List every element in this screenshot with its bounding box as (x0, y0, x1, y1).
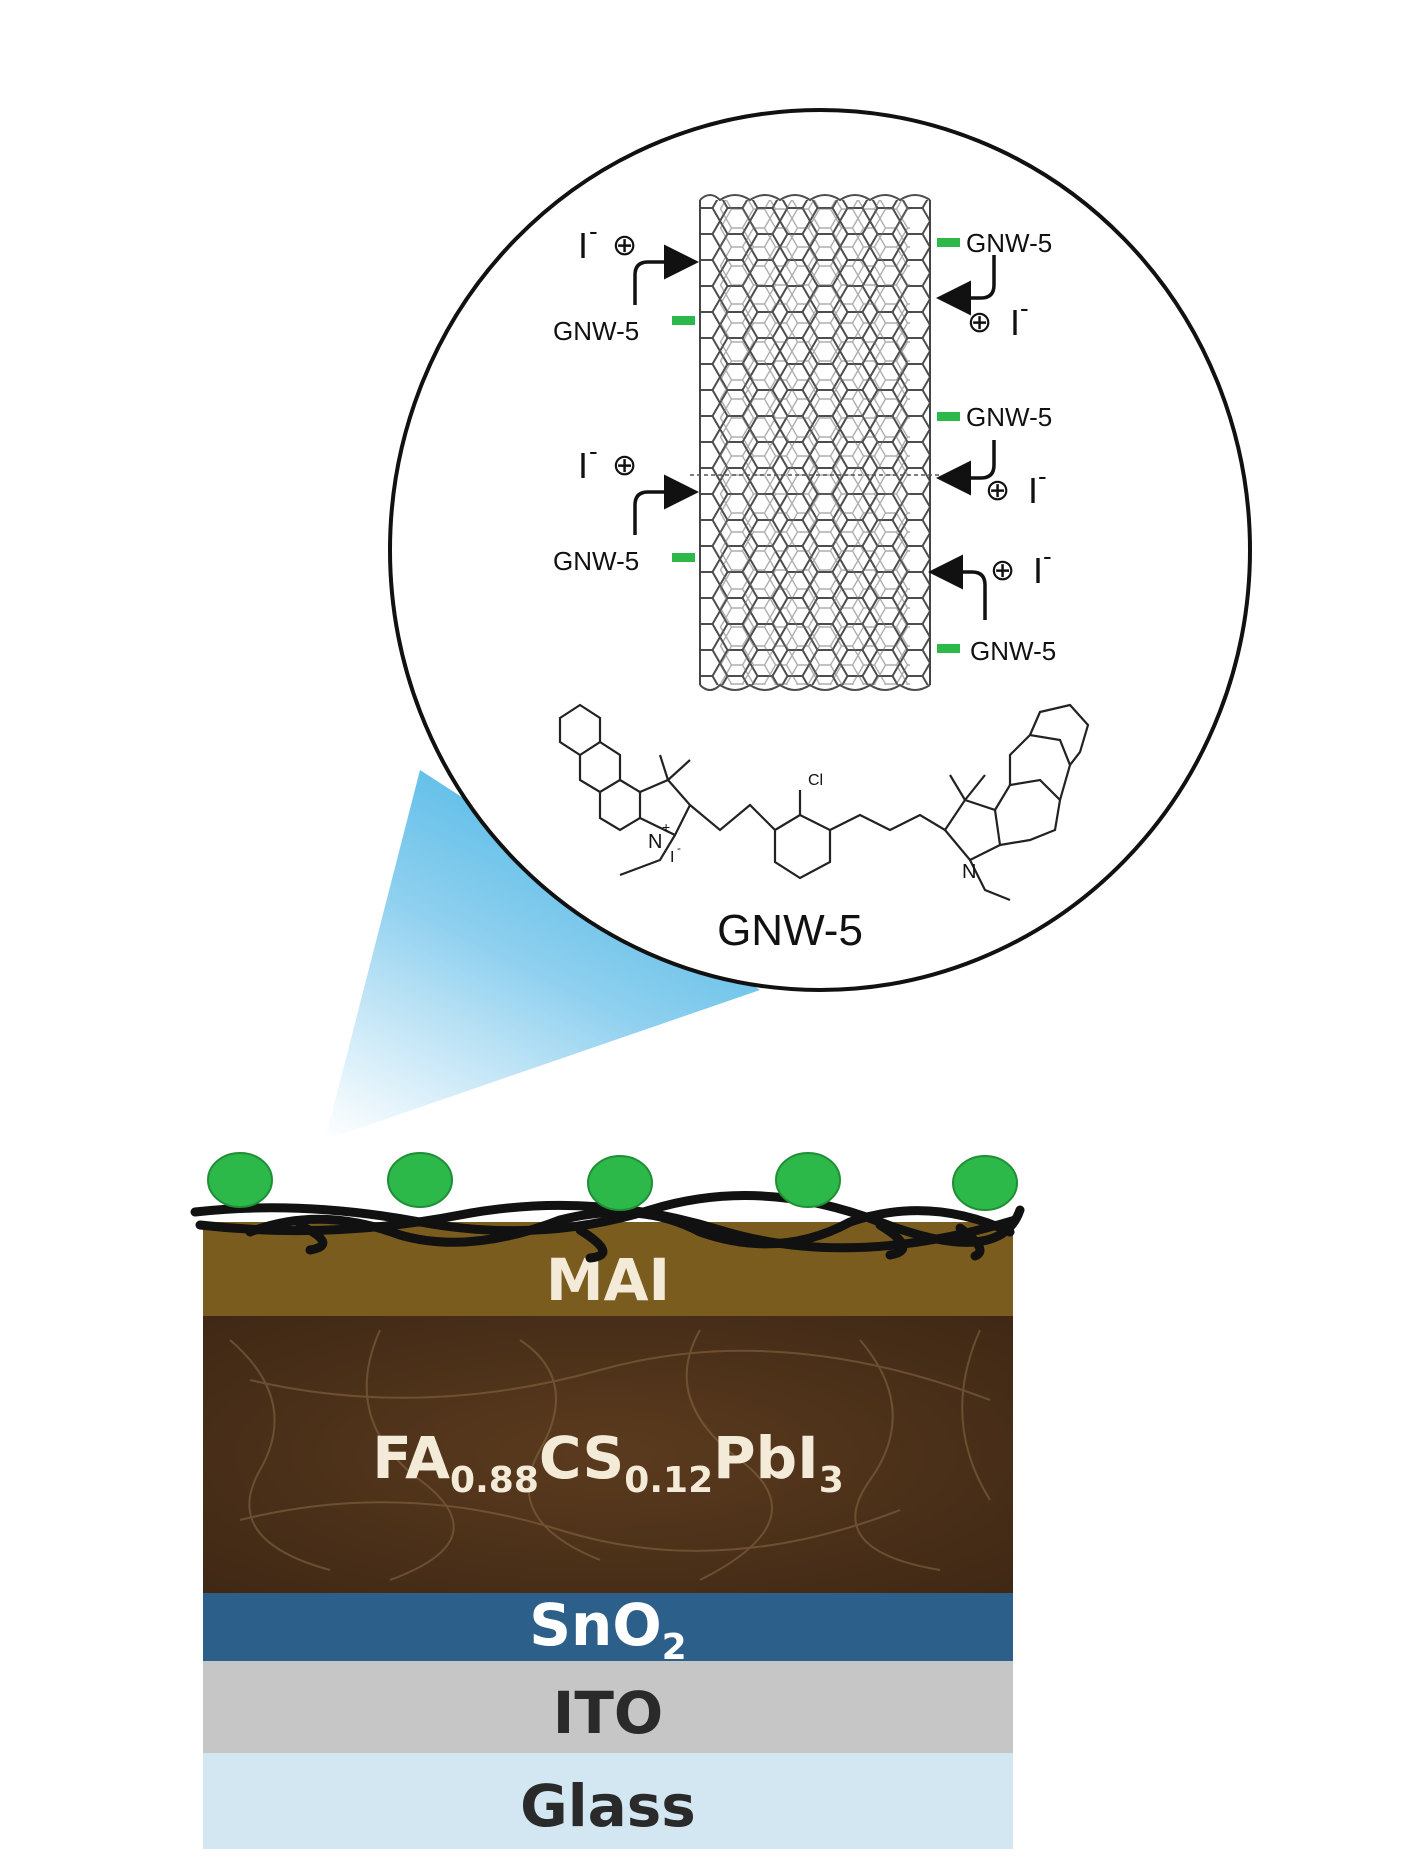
green-markers (672, 238, 960, 653)
layer-glass (203, 1753, 1013, 1849)
svg-text:-: - (589, 436, 598, 466)
svg-text:I: I (578, 225, 588, 266)
layer-sno2 (203, 1593, 1013, 1661)
svg-text:-: - (1043, 541, 1052, 571)
svg-text:-: - (1020, 293, 1029, 323)
carbon-nanotube (690, 194, 940, 691)
gnw5-label-mid-right: GNW-5 (966, 402, 1052, 432)
ion-arrows (633, 244, 996, 620)
svg-text:⊕: ⊕ (985, 474, 1010, 507)
layer-mai (203, 1222, 1013, 1316)
iodide-ion-4: ⊕ I - (985, 461, 1047, 511)
counter-ion: I (670, 849, 674, 866)
nanotube-network (190, 1191, 1025, 1263)
gnw5-label-upper-left: GNW-5 (553, 316, 639, 346)
svg-text:I: I (578, 445, 588, 486)
gnw5-spheres (207, 1152, 1018, 1211)
svg-text:⊕: ⊕ (612, 229, 637, 262)
zoom-callout (325, 770, 760, 1140)
svg-text:-: - (1038, 461, 1047, 491)
layer-perovskite (203, 1316, 1013, 1593)
svg-text:-: - (589, 216, 598, 246)
iodide-ion-1: I - ⊕ (578, 216, 637, 266)
iodide-ion-3: I - ⊕ (578, 436, 637, 486)
gnw5-label-lower-left: GNW-5 (553, 546, 639, 576)
gnw5-label-top-right: GNW-5 (966, 228, 1052, 258)
iodide-ion-5: ⊕ I - (990, 541, 1052, 591)
layer-perovskite-label: FA0.88CS0.12PbI3 (372, 1424, 844, 1501)
plus-sign: + (662, 819, 670, 835)
layer-sno2-label: SnO2 (529, 1591, 686, 1668)
layer-glass-label: Glass (520, 1772, 696, 1840)
svg-text:⊕: ⊕ (612, 449, 637, 482)
layer-ito (203, 1661, 1013, 1753)
molecule-name: GNW-5 (717, 906, 863, 955)
iodide-ion-2: ⊕ I - (967, 293, 1029, 343)
nitrogen-left: N (648, 831, 662, 853)
svg-text:I: I (1028, 470, 1038, 511)
chlorine-atom: Cl (808, 772, 823, 789)
counter-ion-minus: - (677, 841, 681, 855)
perovskite-texture (229, 1329, 991, 1581)
svg-text:⊕: ⊕ (967, 306, 992, 339)
nitrogen-right: N (962, 861, 976, 883)
gnw5-molecule (558, 703, 1090, 902)
svg-text:I: I (1033, 550, 1043, 591)
svg-text:⊕: ⊕ (990, 554, 1015, 587)
gnw5-label-bottom-right: GNW-5 (970, 636, 1056, 666)
svg-text:I: I (1010, 302, 1020, 343)
layer-mai-label: MAI (546, 1246, 670, 1314)
layer-ito-label: ITO (553, 1679, 663, 1747)
